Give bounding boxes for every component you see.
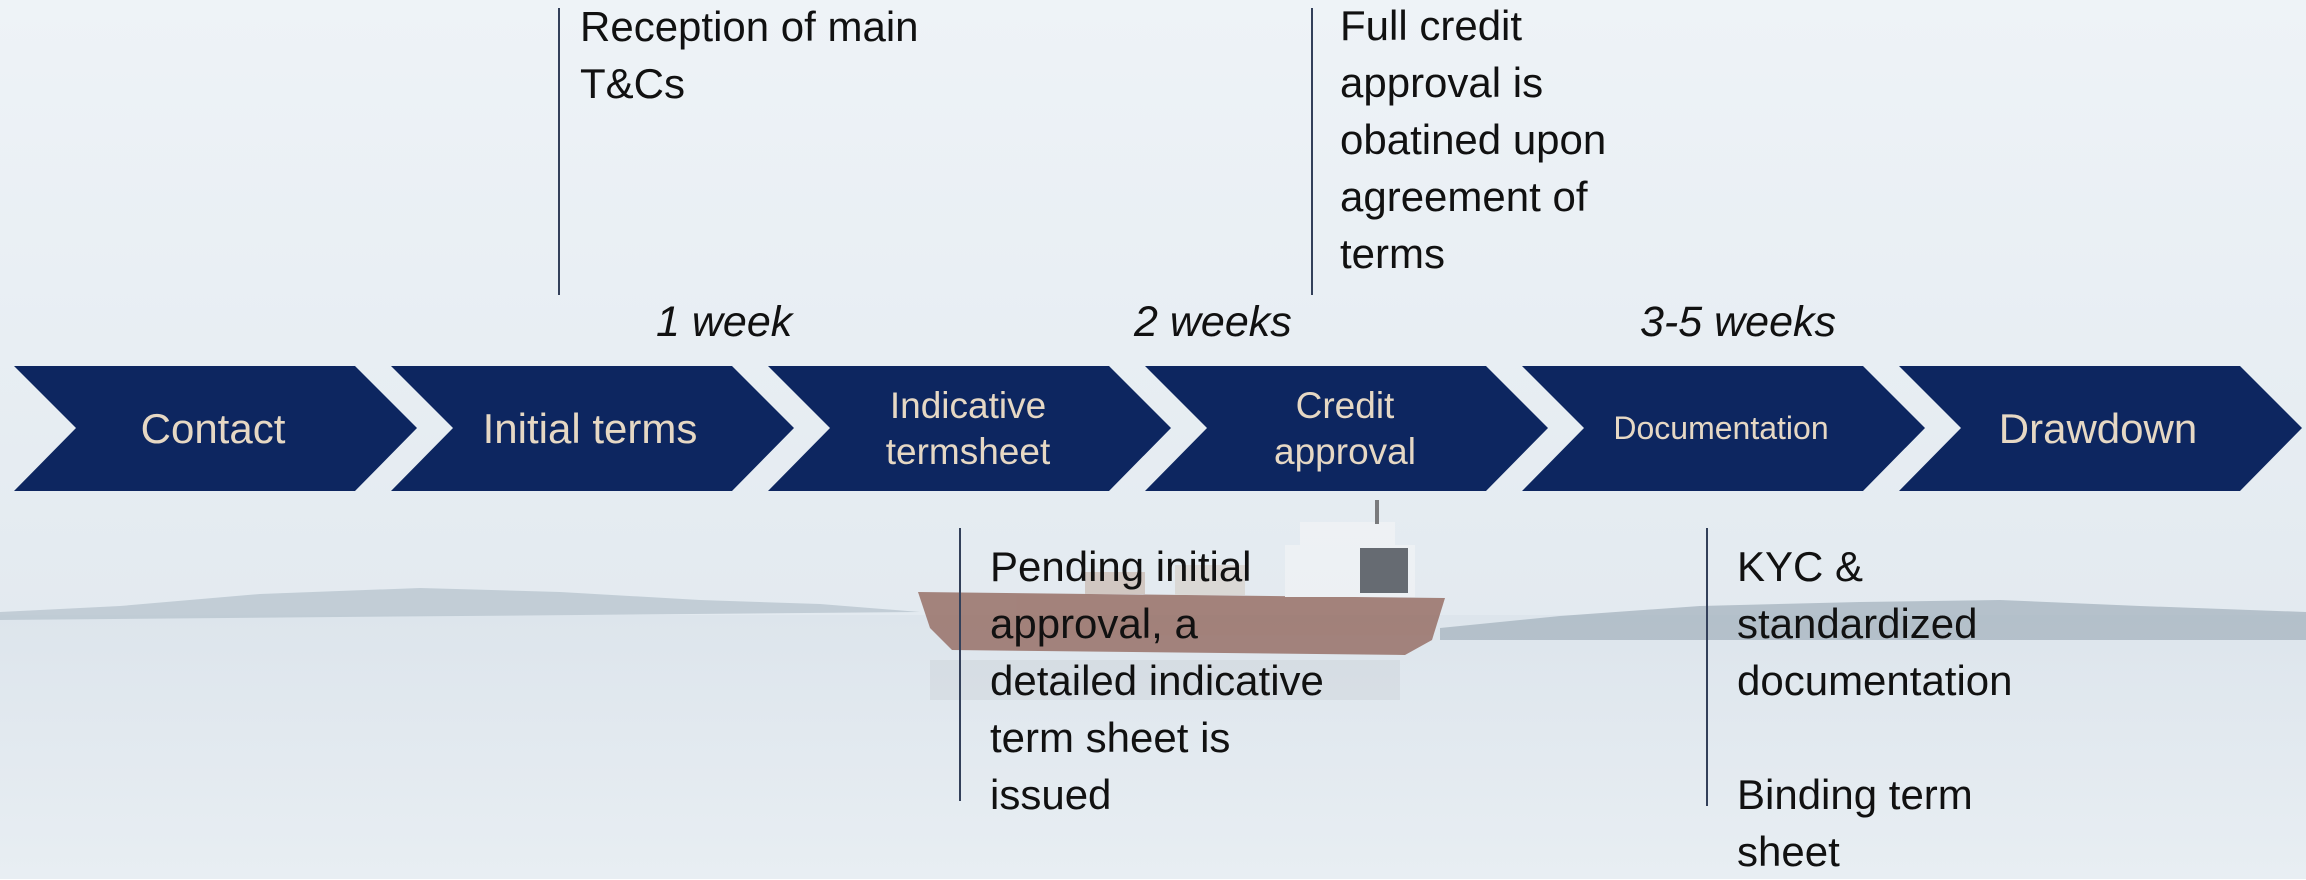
divider-full-credit <box>1311 8 1313 295</box>
stage-indicative-termsheet-line1: Indicative <box>889 385 1047 427</box>
chevron-drawdown <box>1899 366 2302 491</box>
duration-3-5-weeks: 3-5 weeks <box>1640 298 1836 346</box>
note-full-credit-line4: agreement of <box>1340 173 1588 220</box>
ship-reflection <box>930 660 1400 700</box>
note-full-credit-line3: obatined upon <box>1340 116 1607 163</box>
stage-drawdown-label: Drawdown <box>1998 404 2198 452</box>
note-reception-line2: T&Cs <box>580 60 685 107</box>
note-pending-line4: term sheet is <box>990 714 1231 761</box>
stage-drawdown: Drawdown <box>1968 366 2228 491</box>
chevron-credit-approval <box>1145 366 1548 491</box>
note-full-credit-line2: approval is <box>1340 59 1544 106</box>
divider-pending <box>959 528 961 801</box>
stage-indicative-termsheet: Indicative termsheet <box>838 366 1098 491</box>
note-pending-line3: detailed indicative <box>990 657 1324 704</box>
stage-indicative-termsheet-line2: termsheet <box>885 430 1051 472</box>
note-kyc: KYC & standardized documentation Binding… <box>1737 538 2013 880</box>
stage-initial-terms: Initial terms <box>460 366 720 491</box>
ship <box>918 500 1445 655</box>
note-kyc-line6: sheet <box>1737 828 1840 875</box>
note-pending: Pending initial approval, a detailed ind… <box>990 538 1324 823</box>
note-full-credit-line5: terms <box>1340 230 1445 277</box>
note-kyc-line2: standardized <box>1737 600 1978 647</box>
duration-1-week: 1 week <box>656 298 793 346</box>
note-kyc-line1: KYC & <box>1737 543 1864 590</box>
distant-hills-right <box>1440 600 2306 640</box>
sky <box>0 0 2306 620</box>
note-kyc-line3: documentation <box>1737 657 2013 704</box>
stage-credit-approval-line1: Credit <box>1295 385 1395 427</box>
distant-hills-left <box>0 588 920 620</box>
divider-reception <box>558 8 560 295</box>
stage-credit-approval: Credit approval <box>1215 366 1475 491</box>
stage-documentation: Documentation <box>1591 366 1851 491</box>
duration-2-weeks: 2 weeks <box>1134 298 1292 346</box>
note-pending-line1: Pending initial <box>990 543 1252 590</box>
note-full-credit-line1: Full credit <box>1340 2 1523 49</box>
chevron-documentation <box>1522 366 1925 491</box>
note-reception-line1: Reception of main <box>580 3 919 50</box>
chevron-initial-terms <box>391 366 794 491</box>
note-reception: Reception of main T&Cs <box>580 0 919 112</box>
sea <box>0 615 2306 879</box>
note-kyc-spacer <box>1737 709 2013 766</box>
stage-credit-approval-line2: approval <box>1274 430 1416 472</box>
note-kyc-line5: Binding term <box>1737 771 1973 818</box>
note-pending-line5: issued <box>990 771 1112 818</box>
note-pending-line2: approval, a <box>990 600 1198 647</box>
stage-contact: Contact <box>83 366 343 491</box>
note-full-credit: Full credit approval is obatined upon ag… <box>1340 0 1606 282</box>
stage-contact-label: Contact <box>140 404 286 452</box>
chevron-contact <box>14 366 417 491</box>
chevron-indicative-termsheet <box>768 366 1171 491</box>
stage-documentation-label: Documentation <box>1613 409 1829 446</box>
divider-kyc <box>1706 528 1708 806</box>
stage-initial-terms-label: Initial terms <box>482 404 698 452</box>
